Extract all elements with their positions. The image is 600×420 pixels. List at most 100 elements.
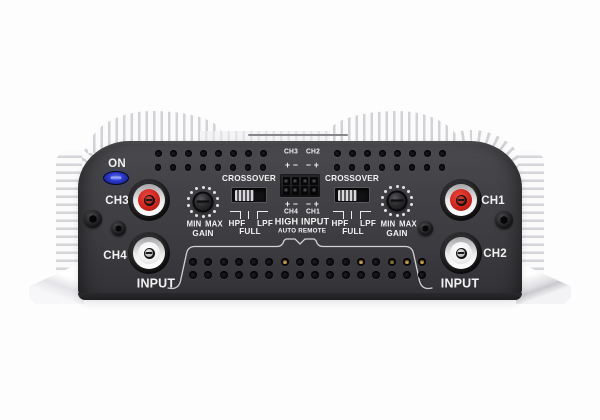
vent-hole xyxy=(372,257,381,266)
hi-ch1-label: CH1 xyxy=(305,208,321,215)
knob-tick-dot xyxy=(207,213,211,217)
front-panel: ON CH3 CH4 INPUT MIN MAX GAIN xyxy=(78,141,522,300)
knob-tick-dot xyxy=(187,203,191,207)
crossover-switch-right xyxy=(334,187,370,203)
gain-max-label: MAX xyxy=(399,219,417,229)
hex-screw xyxy=(418,221,433,236)
vent-hole xyxy=(244,150,252,157)
hpf-label: HPF xyxy=(228,218,246,228)
knob-tick-dot xyxy=(201,186,205,189)
knob-tick-dot xyxy=(190,191,194,195)
vent-hole xyxy=(229,150,237,157)
rca-pin-slot xyxy=(145,252,153,254)
vent-hole xyxy=(341,270,350,279)
full-label: FULL xyxy=(239,225,261,236)
hex-screw xyxy=(84,210,102,228)
vent-hole xyxy=(214,164,222,171)
power-label: ON xyxy=(108,156,126,170)
knob-tick-dot xyxy=(409,196,413,200)
knob-tick-dot xyxy=(406,190,410,194)
rca-pin-slot xyxy=(145,199,153,201)
knob-tick-dot xyxy=(215,203,219,207)
vent-hole xyxy=(214,150,222,157)
knob-tick-dot xyxy=(201,215,205,218)
connector-pin-socket xyxy=(309,176,318,185)
vent-hole xyxy=(408,164,416,171)
gold-connector-pin xyxy=(358,259,363,264)
connector-pin-socket xyxy=(300,186,309,195)
vent-hole xyxy=(326,270,335,279)
knob-tick-dot xyxy=(207,187,211,191)
connector-pin-socket xyxy=(300,176,309,185)
vent-hole xyxy=(438,150,446,157)
hex-screw xyxy=(495,211,513,229)
vent-hole xyxy=(372,270,381,279)
vent-hole xyxy=(333,164,341,171)
hex-screw xyxy=(111,221,126,236)
rca-jack-ch2 xyxy=(440,232,482,274)
vent-hole xyxy=(356,257,365,266)
vent-hole xyxy=(363,164,371,171)
knob-tick-dot xyxy=(212,191,216,195)
vent-hole xyxy=(189,270,197,279)
vent-hole xyxy=(199,164,207,171)
vent-hole xyxy=(295,257,304,266)
knob-tick-dot xyxy=(384,190,388,194)
knob-tick-dot xyxy=(406,208,410,212)
switch-position-mark-lpf xyxy=(360,211,371,219)
vent-hole xyxy=(154,164,162,171)
crossover-switch-left xyxy=(231,187,267,203)
knob-tick-dot xyxy=(215,197,219,201)
power-led xyxy=(103,171,129,185)
crossover-title-right: CROSSOVER xyxy=(325,173,379,183)
vent-hole xyxy=(154,150,162,157)
knob-tick-dot xyxy=(384,208,388,212)
rca-jack-ch3 xyxy=(128,179,170,221)
knob-tick-dot xyxy=(381,196,385,200)
vent-hole xyxy=(280,270,289,279)
vent-hole xyxy=(234,257,243,266)
switch-handle xyxy=(338,189,357,201)
knob-tick-dot xyxy=(395,185,399,188)
knob-tick-dot xyxy=(195,187,199,191)
connector-pin-socket xyxy=(291,176,300,185)
gain-label: GAIN xyxy=(192,227,214,238)
vent-hole xyxy=(265,257,274,266)
gain-min-label: MIN xyxy=(186,219,202,229)
vent-hole xyxy=(280,257,289,266)
switch-position-mark-full xyxy=(351,211,352,219)
input-label-left: INPUT xyxy=(136,275,176,291)
vent-hole xyxy=(408,150,416,157)
vent-hole xyxy=(169,150,177,157)
hi-polarity-bottom: + − − + xyxy=(285,198,319,209)
knob-tick-dot xyxy=(389,186,393,190)
input-section-outline xyxy=(167,238,433,290)
connector-pin-socket xyxy=(282,176,291,185)
connector-pin-socket xyxy=(282,186,291,195)
vent-hole xyxy=(244,164,252,171)
vent-hole xyxy=(229,164,237,171)
knob-tick-dot xyxy=(395,214,399,217)
knob-tick-dot xyxy=(190,209,194,213)
vent-hole xyxy=(393,164,401,171)
switch-position-mark-hpf xyxy=(230,211,241,219)
gain-knob-left xyxy=(186,185,220,219)
vent-hole xyxy=(184,150,192,157)
vent-hole xyxy=(402,257,411,266)
vent-hole xyxy=(219,270,228,279)
input-label-right: INPUT xyxy=(440,275,480,291)
vent-hole xyxy=(326,257,335,266)
vent-hole xyxy=(423,150,431,157)
vent-hole xyxy=(295,270,304,279)
knob-tick-dot xyxy=(401,212,405,216)
vent-hole xyxy=(348,150,356,157)
switch-position-mark-full xyxy=(248,211,249,219)
lpf-label: LPF xyxy=(257,218,273,228)
ch3-label: CH3 xyxy=(105,193,129,207)
knob-tick-dot xyxy=(389,212,393,216)
vent-hole xyxy=(184,164,192,171)
vent-hole xyxy=(348,164,356,171)
switch-position-mark-lpf xyxy=(257,211,268,219)
vent-hole xyxy=(333,150,341,157)
